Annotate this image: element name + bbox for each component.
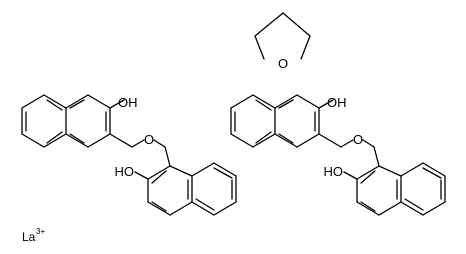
bond — [43, 94, 67, 109]
bond — [195, 198, 215, 211]
bond — [230, 133, 254, 148]
bond — [254, 35, 265, 60]
bond — [278, 99, 294, 109]
bond — [46, 99, 63, 111]
bond — [169, 201, 193, 216]
bond — [21, 94, 45, 109]
bond — [151, 201, 167, 212]
bond — [340, 139, 354, 148]
bond — [274, 133, 298, 148]
bond — [153, 139, 166, 148]
bond — [343, 171, 358, 180]
bond — [151, 170, 167, 184]
bond — [274, 94, 298, 109]
thf-ring-bonds — [254, 12, 311, 60]
bond — [255, 131, 272, 144]
bond — [422, 201, 446, 216]
bond — [300, 35, 311, 60]
bond — [255, 99, 272, 111]
bond — [404, 198, 424, 211]
ion-symbol: La — [22, 230, 36, 244]
left-lower-naphthalene-bonds — [134, 162, 237, 216]
bond — [296, 94, 320, 109]
bond — [43, 133, 67, 148]
bond — [131, 139, 145, 148]
bond — [422, 162, 446, 177]
right-ether-oxygen-label: O — [353, 132, 363, 147]
bond — [422, 167, 442, 179]
thf-oxygen-label: O — [278, 56, 288, 71]
bond — [69, 99, 85, 109]
ion-charge: 3+ — [36, 227, 45, 236]
bond — [318, 99, 334, 109]
bond — [147, 165, 171, 180]
bond — [87, 133, 111, 148]
left-hydroxyl-label-top: OH — [118, 95, 138, 110]
bond — [147, 201, 171, 216]
bond — [400, 162, 424, 177]
bond — [378, 201, 402, 216]
left-hydroxyl-label-bottom: HO — [115, 164, 135, 179]
bond — [400, 201, 424, 216]
bond — [360, 170, 376, 184]
right-lower-naphthalene-bonds — [343, 162, 446, 216]
bond — [254, 12, 284, 37]
bond — [191, 162, 215, 177]
right-upper-naphthalene-bonds — [230, 94, 380, 167]
bond — [109, 99, 125, 109]
bond — [318, 133, 342, 148]
left-ether-oxygen-label: O — [144, 132, 154, 147]
bond — [69, 133, 85, 144]
bond — [296, 133, 320, 148]
bond — [87, 94, 111, 109]
bond — [252, 133, 276, 148]
bond — [213, 162, 237, 177]
left-ligand: OH O HO — [21, 94, 237, 216]
bond — [164, 146, 171, 167]
bond — [65, 94, 89, 109]
bond — [213, 167, 233, 179]
bond — [65, 133, 89, 148]
bond — [252, 94, 276, 109]
bond — [213, 201, 237, 216]
bond — [278, 133, 294, 144]
bond — [356, 201, 380, 216]
bond — [360, 201, 376, 212]
right-hydroxyl-label-bottom: HO — [324, 164, 344, 179]
bond — [356, 165, 380, 180]
right-ligand: OH O HO — [230, 94, 446, 216]
bond — [46, 131, 63, 144]
bond — [282, 12, 311, 37]
lanthanum-ion: La 3+ — [22, 227, 45, 244]
right-hydroxyl-label-top: OH — [327, 95, 347, 110]
bond — [21, 133, 45, 148]
thf-molecule: O — [254, 12, 311, 71]
bond — [362, 139, 375, 148]
bond — [191, 201, 215, 216]
left-upper-naphthalene-bonds — [21, 94, 171, 167]
bond — [169, 165, 193, 177]
bond — [373, 146, 380, 167]
bond — [109, 133, 133, 148]
bond — [378, 165, 402, 177]
bond — [134, 171, 149, 180]
bond — [230, 94, 254, 109]
